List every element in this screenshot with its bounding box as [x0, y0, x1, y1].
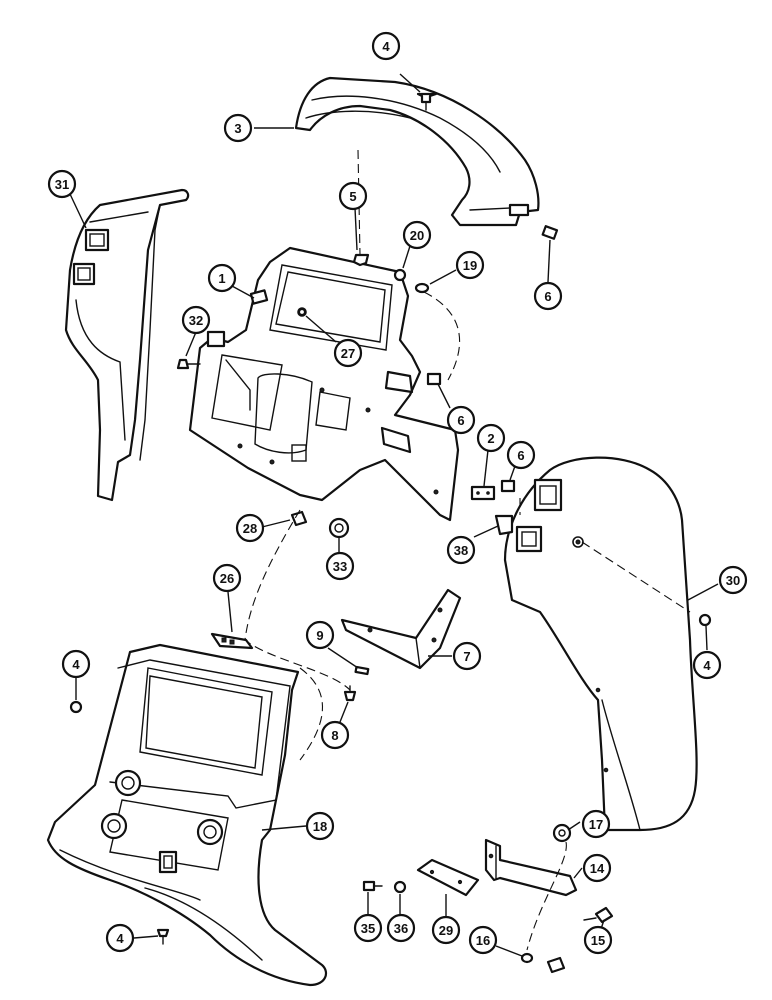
part-31-left-side-panel — [64, 188, 190, 502]
hardware-small-parts — [69, 92, 712, 974]
part-14-bracket — [484, 838, 578, 897]
callout-1: 1 — [207, 263, 237, 293]
alignment-lines — [244, 149, 691, 951]
part-18-lower-shroud — [46, 643, 328, 987]
svg-text:29: 29 — [439, 923, 453, 938]
svg-text:32: 32 — [189, 313, 203, 328]
callout-18: 18 — [305, 811, 335, 841]
svg-text:6: 6 — [544, 289, 551, 304]
svg-text:17: 17 — [589, 817, 603, 832]
callout-6-middle: 6 — [446, 405, 476, 435]
callout-38: 38 — [446, 535, 476, 565]
svg-text:36: 36 — [394, 921, 408, 936]
svg-text:8: 8 — [331, 728, 338, 743]
callout-28: 28 — [235, 513, 265, 543]
svg-text:35: 35 — [361, 921, 375, 936]
callout-17: 17 — [581, 809, 611, 839]
part-26-small-plate — [210, 632, 254, 650]
callout-5: 5 — [338, 181, 368, 211]
callout-35: 35 — [353, 913, 383, 943]
leader-lines — [69, 73, 719, 957]
svg-text:4: 4 — [116, 931, 124, 946]
svg-text:38: 38 — [454, 543, 468, 558]
callout-33: 33 — [325, 551, 355, 581]
svg-text:4: 4 — [72, 657, 80, 672]
svg-text:14: 14 — [590, 861, 605, 876]
callout-30: 30 — [718, 565, 748, 595]
svg-text:30: 30 — [726, 573, 740, 588]
callout-32: 32 — [181, 305, 211, 335]
callout-8: 8 — [320, 720, 350, 750]
svg-text:7: 7 — [463, 649, 470, 664]
callout-36: 36 — [386, 913, 416, 943]
svg-text:20: 20 — [410, 228, 424, 243]
callout-7: 7 — [452, 641, 482, 671]
callout-3: 3 — [223, 113, 253, 143]
callout-26: 26 — [212, 563, 242, 593]
svg-text:6: 6 — [457, 413, 464, 428]
svg-text:16: 16 — [476, 933, 490, 948]
callout-4-right: 4 — [692, 650, 722, 680]
callout-16: 16 — [468, 925, 498, 955]
svg-text:27: 27 — [341, 346, 355, 361]
callout-14: 14 — [582, 853, 612, 883]
part-7-bracket — [340, 588, 462, 670]
callout-4-top: 4 — [371, 31, 401, 61]
part-29-plate — [416, 858, 480, 897]
callout-2: 2 — [476, 423, 506, 453]
svg-text:4: 4 — [703, 658, 711, 673]
callout-4-bottom: 4 — [105, 923, 135, 953]
callout-27: 27 — [333, 338, 363, 368]
callout-15: 15 — [583, 925, 613, 955]
svg-text:28: 28 — [243, 521, 257, 536]
svg-text:33: 33 — [333, 559, 347, 574]
callout-19: 19 — [455, 250, 485, 280]
svg-text:18: 18 — [313, 819, 327, 834]
callout-9: 9 — [305, 620, 335, 650]
callout-4-left: 4 — [61, 649, 91, 679]
callout-6-top: 6 — [533, 281, 563, 311]
svg-text:6: 6 — [517, 448, 524, 463]
callout-6-right: 6 — [506, 440, 536, 470]
svg-text:5: 5 — [349, 189, 356, 204]
svg-text:26: 26 — [220, 571, 234, 586]
callout-29: 29 — [431, 915, 461, 945]
svg-text:15: 15 — [591, 933, 605, 948]
callout-31: 31 — [47, 169, 77, 199]
callout-20: 20 — [402, 220, 432, 250]
svg-text:1: 1 — [218, 271, 225, 286]
svg-text:3: 3 — [234, 121, 241, 136]
part-3-top-cowl — [294, 76, 540, 227]
svg-text:2: 2 — [487, 431, 494, 446]
part-1-dash-panel — [188, 246, 460, 522]
svg-text:19: 19 — [463, 258, 477, 273]
part-30-right-side-panel — [503, 456, 698, 832]
svg-text:9: 9 — [316, 628, 323, 643]
svg-text:4: 4 — [382, 39, 390, 54]
svg-text:31: 31 — [55, 177, 69, 192]
